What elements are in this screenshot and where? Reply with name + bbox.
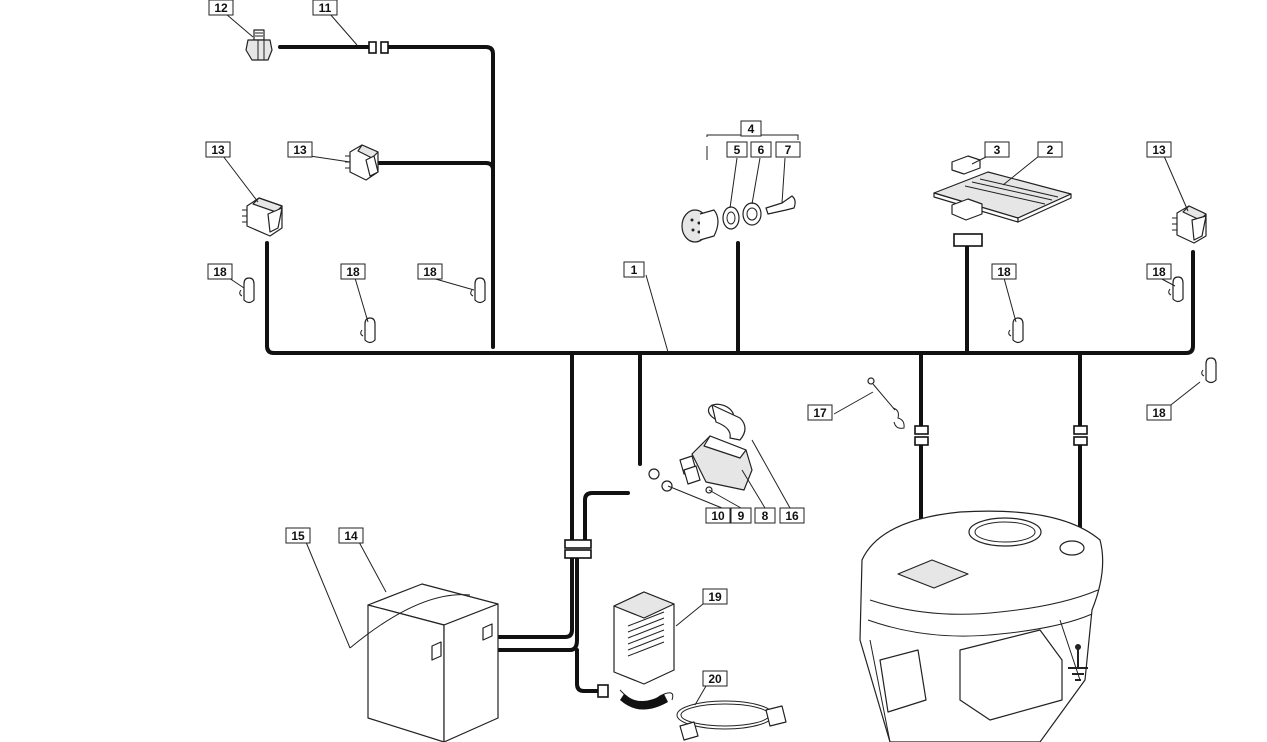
callout-11: 11 <box>312 0 338 16</box>
callout-13: 13 <box>287 141 313 158</box>
svg-text:4: 4 <box>748 122 755 136</box>
svg-text:15: 15 <box>291 529 305 543</box>
callout-16: 16 <box>779 507 805 524</box>
battery-branch-3 <box>440 556 579 652</box>
callout-18: 18 <box>1146 263 1172 280</box>
callout-13: 13 <box>205 141 231 158</box>
callout-8: 8 <box>754 507 776 524</box>
switch-icon <box>345 144 379 181</box>
ground-icon <box>1068 644 1088 681</box>
switch-icon <box>1172 205 1207 244</box>
callout-18: 18 <box>340 263 366 280</box>
callout-1: 1 <box>623 261 645 278</box>
callout-6: 6 <box>750 141 772 158</box>
clip-icon <box>360 317 376 344</box>
callout-20: 20 <box>702 670 728 687</box>
wiring-harness <box>265 45 1195 693</box>
power-cable-icon <box>676 700 787 741</box>
clip-icon <box>1168 276 1184 303</box>
svg-text:7: 7 <box>785 143 792 157</box>
engine-icon <box>859 510 1104 742</box>
callout-2: 2 <box>1037 141 1063 158</box>
main-trunk <box>272 250 1195 355</box>
svg-text:1: 1 <box>631 263 638 277</box>
solenoid-icon <box>648 403 753 494</box>
svg-text:18: 18 <box>1152 406 1166 420</box>
callout-18: 18 <box>991 263 1017 280</box>
svg-text:13: 13 <box>1152 143 1166 157</box>
svg-text:20: 20 <box>708 672 722 686</box>
svg-text:16: 16 <box>785 509 799 523</box>
callout-9: 9 <box>730 507 752 524</box>
sensor-wire <box>278 45 495 349</box>
connectors <box>368 41 1088 698</box>
svg-text:8: 8 <box>762 509 769 523</box>
clip-icon <box>239 277 255 304</box>
clip-icon <box>1201 357 1217 384</box>
svg-text:11: 11 <box>319 1 332 15</box>
svg-text:18: 18 <box>997 265 1011 279</box>
svg-text:6: 6 <box>758 143 765 157</box>
callout-18: 18 <box>1146 404 1172 421</box>
svg-text:12: 12 <box>214 1 228 15</box>
charger-icon <box>613 591 675 710</box>
switch-wire-middle <box>376 161 495 172</box>
svg-text:18: 18 <box>213 265 227 279</box>
svg-text:14: 14 <box>344 529 358 543</box>
callout-15: 15 <box>285 527 311 544</box>
callout-12: 12 <box>208 0 234 16</box>
ground-wire-icon <box>867 377 905 429</box>
svg-text:18: 18 <box>1152 265 1166 279</box>
svg-text:18: 18 <box>346 265 360 279</box>
callout-3: 3 <box>984 141 1010 158</box>
svg-text:10: 10 <box>711 509 725 523</box>
callout-14: 14 <box>338 527 364 544</box>
svg-text:9: 9 <box>738 509 745 523</box>
callout-19: 19 <box>702 588 728 605</box>
svg-text:19: 19 <box>708 590 722 604</box>
ignition-switch-icon <box>681 146 796 243</box>
callout-labels: 12 11 13 13 13 4 5 6 7 3 2 18 18 18 1 18… <box>205 0 1172 687</box>
svg-text:17: 17 <box>813 406 827 420</box>
svg-text:18: 18 <box>423 265 437 279</box>
svg-text:2: 2 <box>1047 143 1054 157</box>
callout-5: 5 <box>726 141 748 158</box>
circuit-board-icon <box>933 155 1072 223</box>
callout-4: 4 <box>740 120 762 137</box>
switch-icon <box>242 197 283 237</box>
callout-18: 18 <box>417 263 443 280</box>
callout-13: 13 <box>1146 141 1172 158</box>
svg-text:5: 5 <box>734 143 741 157</box>
clip-icon <box>1008 317 1024 344</box>
switch-wire-left <box>265 241 276 355</box>
battery-branch <box>486 351 574 639</box>
leader-lines <box>222 13 1201 706</box>
callout-18: 18 <box>207 263 233 280</box>
clip-icon <box>470 277 486 304</box>
svg-text:13: 13 <box>293 143 307 157</box>
callout-17: 17 <box>807 404 833 421</box>
callout-10: 10 <box>705 507 731 524</box>
battery-icon <box>349 583 499 742</box>
svg-text:3: 3 <box>994 143 1001 157</box>
battery-branch-2 <box>583 491 630 542</box>
charger-lead <box>575 648 600 693</box>
callout-7: 7 <box>775 141 801 158</box>
sensor-icon <box>245 29 273 61</box>
svg-text:13: 13 <box>211 143 225 157</box>
